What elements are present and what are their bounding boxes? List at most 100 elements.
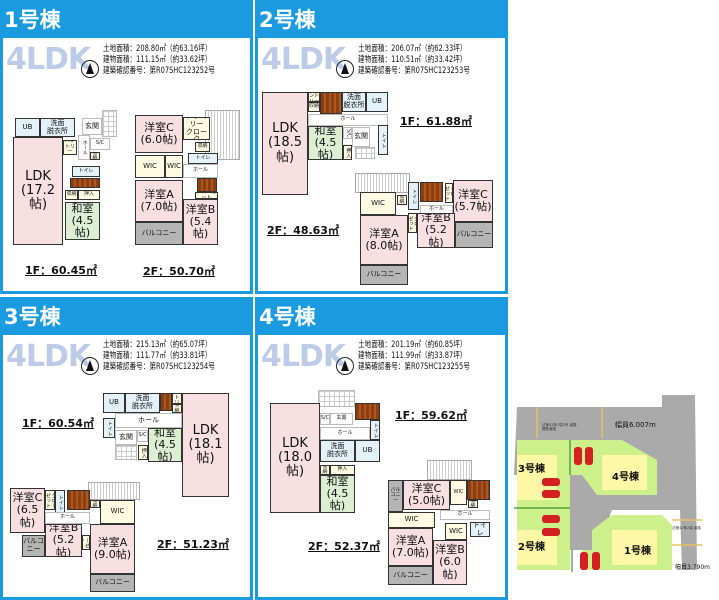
info-permit: 建築確認番号：第R07SHC123253号 bbox=[358, 66, 470, 76]
house-title: 3号棟 bbox=[0, 297, 253, 335]
room-f2: WIC bbox=[450, 480, 467, 505]
room-f2: ホール bbox=[183, 164, 218, 178]
room-f2: 洋室A (7.0帖) bbox=[388, 528, 433, 566]
room-f2: バルコニー bbox=[388, 480, 403, 512]
floor2-area: 2F：48.63㎡ bbox=[267, 224, 339, 237]
room-f1: ホール bbox=[78, 135, 90, 160]
room-f2: トイレ bbox=[408, 182, 419, 210]
room-f1: トイレ bbox=[103, 418, 115, 438]
room-f1: LDK (18.5帖) bbox=[262, 92, 308, 195]
room-f2: 洋室B (5.4帖) bbox=[183, 199, 218, 245]
entry-tiles bbox=[355, 147, 375, 159]
room-f1: 和室 (4.5帖) bbox=[148, 428, 182, 462]
room-f2: クローゼット bbox=[408, 213, 417, 233]
room-f1: UB bbox=[366, 92, 388, 112]
lot-label-1: 1号棟 bbox=[624, 546, 651, 557]
layout-type: 4LDK bbox=[261, 42, 346, 77]
room-f1: パン トリー bbox=[63, 140, 77, 155]
room-f2: 洋室C (6.0帖) bbox=[135, 115, 183, 153]
room-f1: 押入 bbox=[138, 445, 148, 460]
room-f1: 収納 bbox=[320, 465, 330, 475]
north-compass-icon bbox=[81, 60, 99, 78]
room-f1: 和室 (4.5帖) bbox=[65, 202, 100, 240]
stairs bbox=[197, 178, 217, 192]
room-f1: 収納 bbox=[172, 404, 182, 413]
floor2-area: 2F：51.23㎡ bbox=[157, 538, 229, 551]
room-f2: WIC bbox=[388, 512, 435, 528]
info-building: 建物面積：110.51㎡（約33.42坪） bbox=[358, 55, 467, 65]
north-compass-icon bbox=[81, 357, 99, 375]
room-f1: ホール bbox=[320, 427, 370, 440]
room-f2: WIC bbox=[445, 523, 467, 540]
parking-cars bbox=[542, 447, 600, 570]
room-f2: WIC bbox=[165, 155, 183, 178]
info-permit: 建築確認番号：第R07SHC123254号 bbox=[103, 362, 215, 372]
room-f1: トイレ bbox=[378, 125, 388, 155]
room-f1: UB bbox=[355, 440, 380, 462]
room-f1: 洗面 脱衣所 bbox=[40, 118, 75, 137]
road-east-note: 法第42条2項 道路 bbox=[672, 526, 701, 530]
info-building: 建物面積：111.77㎡（約33.81坪） bbox=[103, 351, 212, 361]
house-title: 4号棟 bbox=[255, 297, 508, 335]
deck bbox=[427, 460, 472, 480]
floor1-area: 1F：59.62㎡ bbox=[395, 409, 467, 422]
room-f1: 玄関 bbox=[352, 127, 370, 147]
info-building: 建物面積：111.99㎡（約33.87坪） bbox=[358, 351, 467, 361]
deck bbox=[355, 173, 410, 193]
info-building: 建物面積：111.15㎡（約33.62坪） bbox=[103, 55, 212, 65]
stairs bbox=[355, 403, 380, 420]
room-f1: 洗面 脱衣所 bbox=[125, 393, 160, 413]
room-f2: 洋室B (5.2帖) bbox=[45, 524, 82, 557]
stairs bbox=[160, 393, 172, 411]
stairs bbox=[70, 178, 100, 188]
room-f2: クローゼット bbox=[195, 192, 218, 199]
room-f1: LDK (18.0帖) bbox=[270, 403, 320, 513]
room-f1: 玄関 bbox=[115, 430, 137, 445]
room-f2: 洋室C (5.7帖) bbox=[453, 180, 493, 222]
room-f2: 収納 bbox=[90, 500, 100, 508]
room-f2: WIC bbox=[360, 192, 396, 215]
room-f2: 収納 bbox=[468, 500, 478, 508]
road-north-width: 幅員6.007m bbox=[615, 421, 656, 429]
room-f2: 洋室C (5.0帖) bbox=[403, 480, 450, 510]
site-map: 3号棟 4号棟 2号棟 1号棟 幅員6.007m 幅員3.790m 法第42条1… bbox=[512, 390, 719, 580]
room-f1: S/C bbox=[343, 127, 352, 139]
stairs bbox=[320, 92, 342, 114]
info-land: 土地面積：206.07㎡（約62.33坪） bbox=[358, 44, 467, 54]
room-f2: 洋室B (6.0帖) bbox=[433, 540, 467, 585]
room-f1: LDK (18.1帖) bbox=[182, 393, 229, 497]
road-south-width: 幅員3.790m bbox=[675, 564, 711, 571]
floor1-area: 1F：60.54㎡ bbox=[22, 417, 94, 430]
info-permit: 建築確認番号：第R07SHC123255号 bbox=[358, 362, 470, 372]
room-f2: バルコニー bbox=[388, 566, 433, 585]
room-f1: 和室 (4.5帖) bbox=[308, 126, 343, 160]
room-f1: LDK (17.2帖) bbox=[13, 137, 63, 245]
entry-tiles bbox=[115, 445, 137, 460]
room-f2: バルコニー bbox=[22, 535, 45, 557]
lot-label-2: 2号棟 bbox=[518, 542, 545, 553]
house-footprint-1 bbox=[612, 530, 657, 565]
room-f1: ホール bbox=[308, 114, 388, 126]
deck bbox=[88, 482, 140, 500]
info-land: 土地面積：215.13㎡（約65.07坪） bbox=[103, 340, 212, 350]
room-f2: 収納 bbox=[397, 195, 407, 205]
room-f2: トイレ bbox=[188, 153, 218, 164]
room-f1: UB bbox=[15, 118, 40, 137]
floor2-area: 2F：52.37㎡ bbox=[308, 540, 380, 553]
room-f2: バルコニー bbox=[360, 265, 408, 285]
room-f2: 洋室C (6.5帖) bbox=[10, 488, 45, 533]
info-permit: 建築確認番号：第R07SHC123252号 bbox=[103, 66, 215, 76]
site-plan-drawing bbox=[514, 395, 702, 572]
room-f2: WIC bbox=[100, 500, 135, 524]
house-title: 1号棟 bbox=[0, 0, 253, 38]
entry-tiles bbox=[318, 390, 355, 407]
room-f2: 洋室A (7.0帖) bbox=[135, 180, 183, 222]
info-land: 土地面積：208.80㎡（約63.16坪） bbox=[103, 44, 212, 54]
room-f2: ホール bbox=[45, 512, 90, 524]
room-f2: 収納 bbox=[195, 142, 210, 152]
room-f2: 洋室A (9.0帖) bbox=[90, 524, 135, 574]
room-f1: S/C bbox=[90, 138, 110, 150]
room-f1: S/C bbox=[137, 430, 148, 442]
room-f1: UB bbox=[103, 393, 125, 413]
